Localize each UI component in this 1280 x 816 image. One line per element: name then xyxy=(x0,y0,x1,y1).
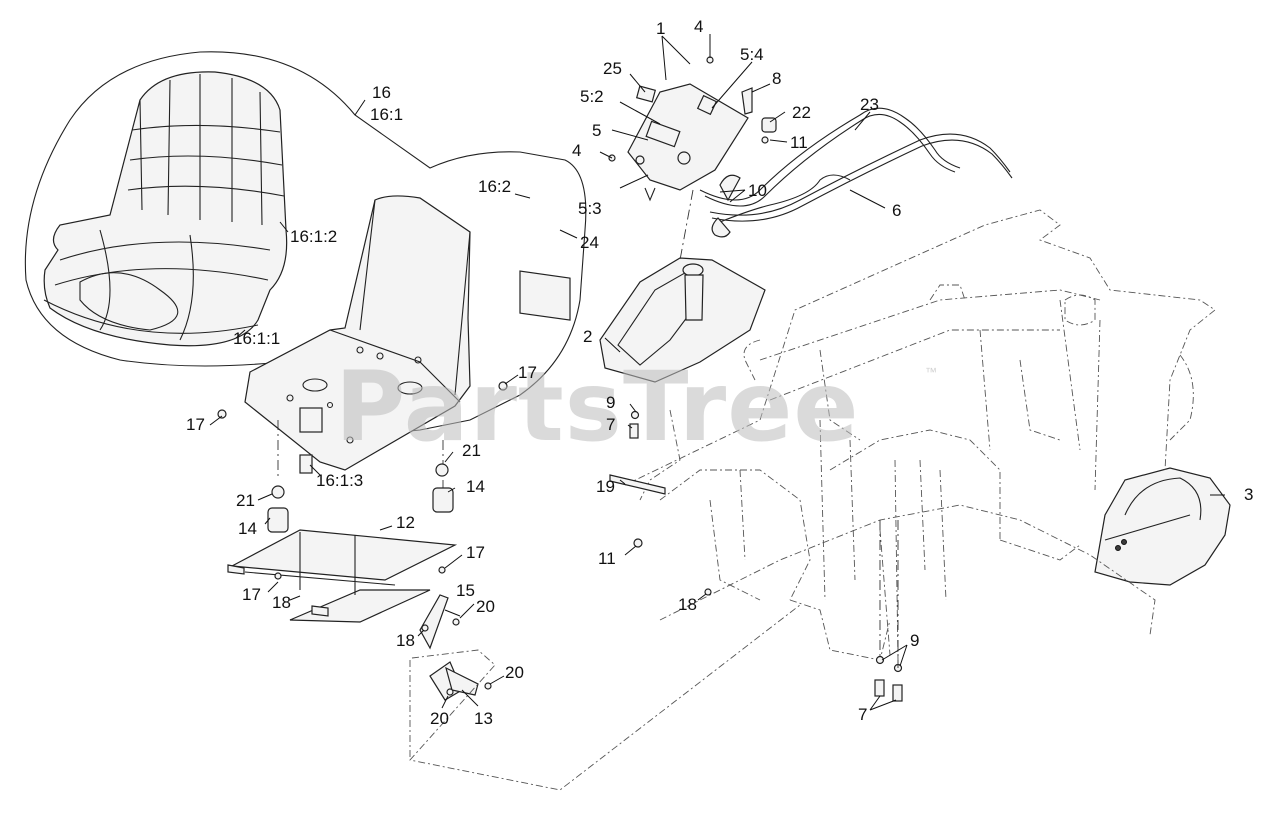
callout-17: 17 xyxy=(518,363,537,382)
bracket-assembly xyxy=(409,594,801,791)
callout-2: 2 xyxy=(583,327,592,346)
callout-7-b: 7 xyxy=(858,705,867,724)
callout-5-2: 5:2 xyxy=(580,87,604,106)
callout-labels: 1 4 5:4 25 8 5:2 22 23 5 11 4 10 5:3 6 1… xyxy=(186,17,1253,728)
callout-16-1: 16:1 xyxy=(370,105,403,124)
callout-22: 22 xyxy=(792,103,811,122)
callout-11-b: 11 xyxy=(598,549,616,568)
callout-9-b: 9 xyxy=(910,631,919,650)
fasteners xyxy=(217,381,903,702)
callout-13: 13 xyxy=(474,709,493,728)
callout-17-c: 17 xyxy=(466,543,485,562)
callout-5: 5 xyxy=(592,121,601,140)
control-panel xyxy=(608,56,777,202)
watermark-text: PartsTree xyxy=(335,351,859,463)
callout-20: 20 xyxy=(476,597,495,616)
callout-3: 3 xyxy=(1244,485,1253,504)
callout-18-b: 18 xyxy=(678,595,697,614)
left-console xyxy=(599,189,766,383)
decal-plate xyxy=(519,270,571,321)
callout-15: 15 xyxy=(456,581,475,600)
callout-21-b: 21 xyxy=(236,491,255,510)
callout-19: 19 xyxy=(596,477,615,496)
callout-17-b: 17 xyxy=(186,415,205,434)
callout-4: 4 xyxy=(694,17,703,36)
callout-17-d: 17 xyxy=(242,585,261,604)
callout-16: 16 xyxy=(372,83,391,102)
callout-23: 23 xyxy=(860,95,879,114)
seat-pan xyxy=(244,195,471,474)
callout-24: 24 xyxy=(580,233,599,252)
callout-21: 21 xyxy=(462,441,481,460)
leader-lines xyxy=(209,34,1225,711)
callout-5-4: 5:4 xyxy=(740,45,764,64)
callout-6: 6 xyxy=(892,201,901,220)
callout-12: 12 xyxy=(396,513,415,532)
callout-11: 11 xyxy=(790,133,808,152)
callout-20-c: 20 xyxy=(430,709,449,728)
callout-1: 1 xyxy=(656,19,665,38)
callout-16-2: 16:2 xyxy=(478,177,511,196)
watermark-trademark: ™ xyxy=(925,365,937,379)
callout-25: 25 xyxy=(603,59,622,78)
main-frame xyxy=(624,209,1216,661)
callout-18: 18 xyxy=(272,593,291,612)
callout-7: 7 xyxy=(606,415,615,434)
callout-14-b: 14 xyxy=(238,519,257,538)
callout-10: 10 xyxy=(748,181,767,200)
callout-16-1-2: 16:1:2 xyxy=(290,227,337,246)
callout-14: 14 xyxy=(466,477,485,496)
callout-5-3: 5:3 xyxy=(578,199,602,218)
callout-18-c: 18 xyxy=(396,631,415,650)
callout-4-b: 4 xyxy=(572,141,581,160)
seat-assembly-outline xyxy=(24,51,587,432)
callout-8: 8 xyxy=(772,69,781,88)
callout-20-b: 20 xyxy=(505,663,524,682)
right-console xyxy=(1094,467,1231,586)
callout-16-1-3: 16:1:3 xyxy=(316,471,363,490)
seat-cushion xyxy=(43,71,288,347)
callout-16-1-1: 16:1:1 xyxy=(233,329,280,348)
seat-slide-rails xyxy=(227,420,458,623)
callout-9: 9 xyxy=(606,393,615,412)
throttle-choke-cables xyxy=(699,107,1013,238)
